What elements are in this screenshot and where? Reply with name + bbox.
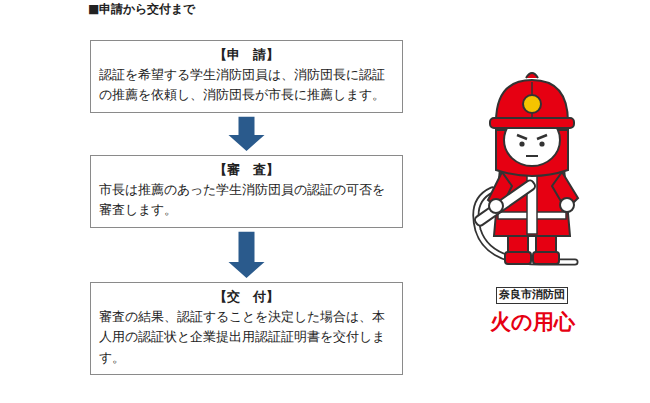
flow-arrow	[229, 232, 265, 278]
step-text: 市長は推薦のあった学生消防団員の認証の可否を審査します。	[99, 180, 394, 221]
step-text: 審査の結果、認証することを決定した場合は、本人用の認証状と企業提出用認証証明書を…	[99, 307, 394, 369]
logo-box: 奈良市消防団	[496, 287, 568, 304]
process-box: 【申 請】認証を希望する学生消防団員は、消防団長に認証の推薦を依頼し、消防団長が…	[90, 40, 403, 113]
process-box: 【交 付】審査の結果、認証することを決定した場合は、本人用の認証状と企業提出用認…	[90, 282, 403, 375]
diagram-title: ■申請から交付まで	[88, 1, 195, 18]
step-heading: 【審 査】	[99, 160, 394, 180]
slogan-text: 火の用心	[490, 310, 575, 335]
step-heading: 【交 付】	[99, 287, 394, 307]
logo-text: 奈良市消防団	[499, 288, 565, 303]
step-heading: 【申 請】	[99, 45, 394, 65]
process-box: 【審 査】市長は推薦のあった学生消防団員の認証の可否を審査します。	[90, 155, 403, 228]
flow-arrow	[229, 117, 265, 151]
step-text: 認証を希望する学生消防団員は、消防団長に認証の推薦を依頼し、消防団長が市長に推薦…	[99, 65, 394, 106]
